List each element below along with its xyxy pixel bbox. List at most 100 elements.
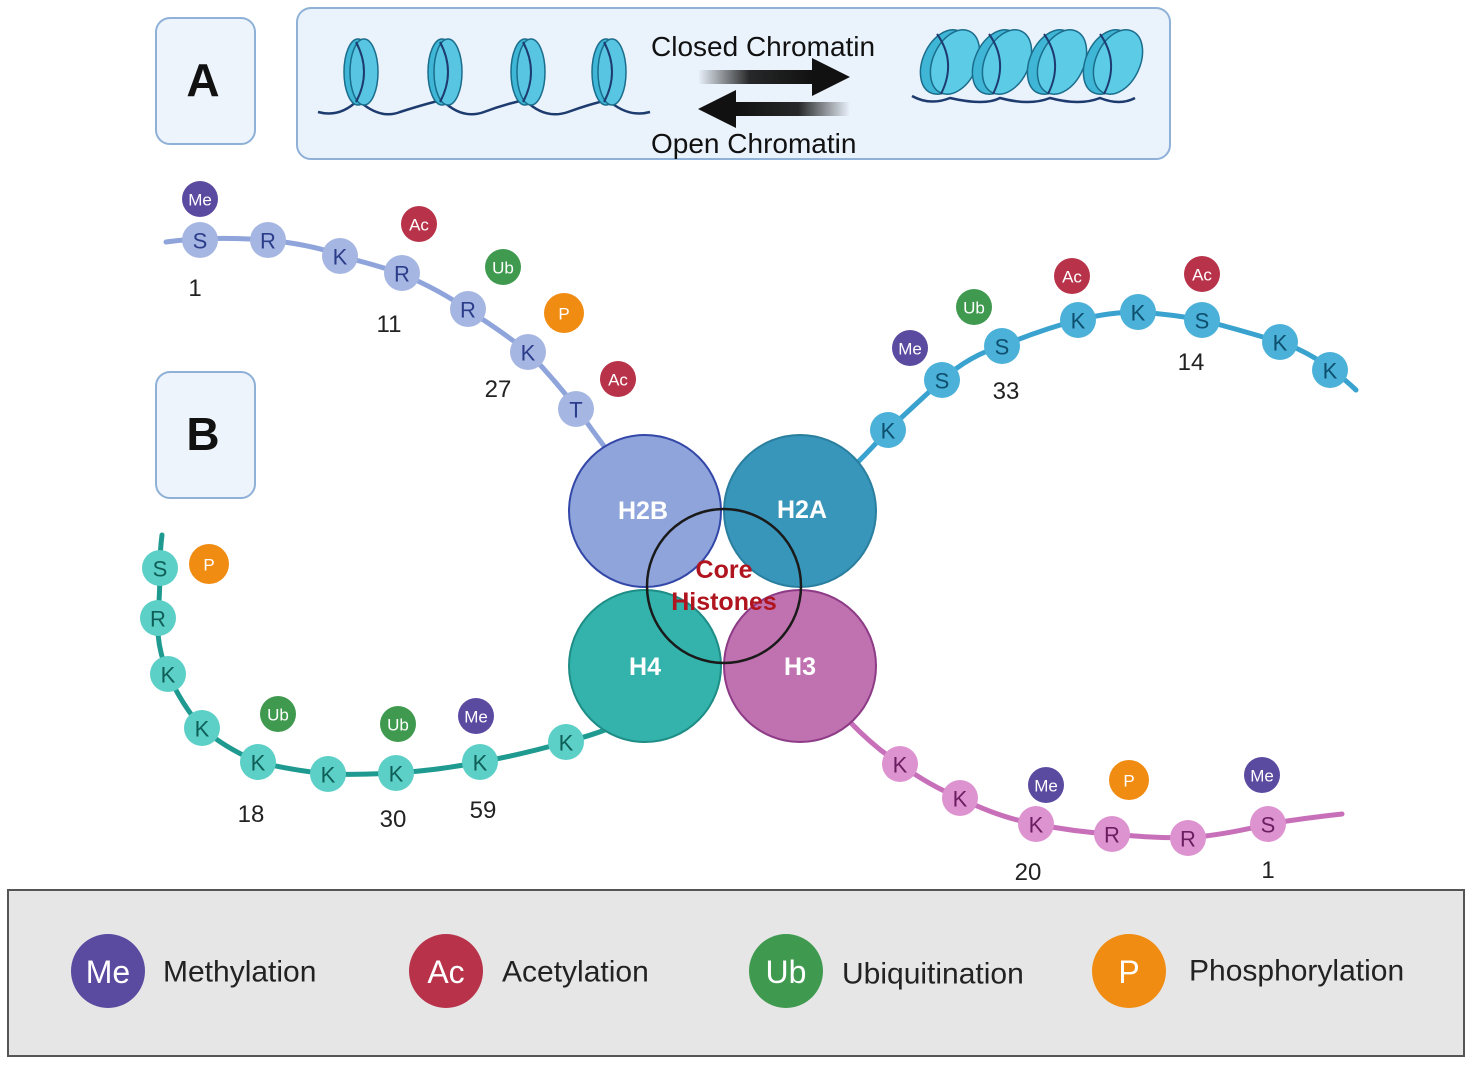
- h3-residue-letter: K: [1029, 813, 1044, 838]
- h2a-residue-bead: [1312, 352, 1348, 388]
- h2b-residue-letter: R: [460, 298, 476, 323]
- h3-residue-letter: R: [1104, 823, 1120, 848]
- closed-chromatin-illustration: [909, 20, 1154, 104]
- legend-item-phosphorylation: P Phosphorylation: [1092, 934, 1404, 1008]
- legend-item-acetylation: Ac Acetylation: [409, 934, 649, 1008]
- h4-residue-bead: [140, 600, 176, 636]
- core-outline: [645, 507, 803, 665]
- chromatin-panel: Closed Chromatin Open Chromatin: [296, 7, 1171, 160]
- panel-a-letter: A: [186, 54, 219, 106]
- h2b-ub-mark-label: Ub: [492, 259, 514, 278]
- h4-histone: [568, 589, 722, 743]
- h2a-residue-letter: S: [995, 335, 1010, 360]
- h2b-histone: [568, 434, 722, 588]
- h2b-residue-bead: [510, 334, 546, 370]
- h3-residue-letter: S: [1261, 813, 1276, 838]
- h2a-residue-bead: [924, 362, 960, 398]
- ubiquitination-badge: [749, 934, 823, 1008]
- ubiquitination-abbr: Ub: [766, 954, 807, 990]
- h2b-label: H2B: [618, 497, 668, 525]
- h4-p-mark: [189, 544, 229, 584]
- h4-ub-mark-label: Ub: [267, 706, 289, 725]
- h4-residue-letter: K: [389, 762, 404, 787]
- h2a-ac-mark-label: Ac: [1192, 266, 1212, 285]
- h3-residue-number: 1: [1261, 857, 1274, 884]
- phosphorylation-label: Phosphorylation: [1189, 955, 1404, 988]
- h2b-me-mark: [182, 181, 218, 217]
- h2a-residue-letter: K: [1071, 309, 1086, 334]
- h2b-residue-number: 1: [188, 275, 201, 302]
- h4-residue-number: 30: [380, 806, 407, 833]
- h3-residue-letter: K: [953, 787, 968, 812]
- h2b-ac-mark-label: Ac: [409, 216, 429, 235]
- h2b-residue-letter: K: [521, 341, 536, 366]
- h4-ub-mark: [260, 696, 296, 732]
- h4-ub-mark-label: Ub: [387, 716, 409, 735]
- h2b-residue-number: 27: [485, 376, 512, 403]
- h4-residue-letter: K: [195, 717, 210, 742]
- legend-item-ubiquitination: Ub Ubiquitination: [749, 934, 1024, 1008]
- h2b-ac-mark: [401, 206, 437, 242]
- h3-residue-number: 20: [1015, 859, 1042, 886]
- h4-residue-bead: [150, 656, 186, 692]
- phosphorylation-badge: [1092, 934, 1166, 1008]
- h3-p-mark-label: P: [1123, 772, 1134, 791]
- h4-ub-mark: [380, 706, 416, 742]
- phosphorylation-abbr: P: [1118, 954, 1139, 990]
- h3-residue-bead: [1250, 806, 1286, 842]
- panel-b-label-box: B: [155, 371, 256, 499]
- h2a-residue-letter: S: [1195, 309, 1210, 334]
- h2a-me-mark-label: Me: [898, 340, 922, 359]
- h3-residue-bead: [1094, 816, 1130, 852]
- h4-residue-letter: K: [473, 751, 488, 776]
- h2b-residue-bead: [250, 222, 286, 258]
- h4-me-mark-label: Me: [464, 708, 488, 727]
- h2a-residue-bead: [1184, 302, 1220, 338]
- h3-label: H3: [784, 653, 816, 681]
- h4-residue-bead: [462, 744, 498, 780]
- h4-label: H4: [629, 653, 661, 681]
- h4-p-mark-label: P: [203, 556, 214, 575]
- h4-residue-bead: [240, 744, 276, 780]
- h4-residue-bead: [184, 710, 220, 746]
- h3-me-mark-label: Me: [1034, 777, 1058, 796]
- acetylation-label: Acetylation: [502, 956, 649, 989]
- h2a-residue-bead: [1262, 324, 1298, 360]
- h2a-residue-letter: K: [881, 419, 896, 444]
- h4-residue-letter: R: [150, 607, 166, 632]
- h2b-p-mark-label: P: [558, 305, 569, 324]
- h4-residue-letter: K: [251, 751, 266, 776]
- h3-me-mark: [1244, 757, 1280, 793]
- legend-item-methylation: Me Methylation: [71, 934, 316, 1008]
- h2a-residue-letter: K: [1323, 359, 1338, 384]
- h2a-residue-letter: S: [935, 369, 950, 394]
- h2b-me-mark-label: Me: [188, 191, 212, 210]
- h2a-ub-mark-label: Ub: [963, 299, 985, 318]
- h2b-residue-letter: K: [333, 245, 348, 270]
- h2a-residue-letter: K: [1273, 331, 1288, 356]
- closing-arrow: [698, 58, 850, 96]
- h4-residue-number: 59: [470, 797, 497, 824]
- methylation-label: Methylation: [163, 956, 316, 989]
- h2a-ub-mark: [956, 289, 992, 325]
- h2a-ac-mark: [1054, 258, 1090, 294]
- h2b-residue-bead: [322, 238, 358, 274]
- h2b-residue-bead: [182, 222, 218, 258]
- h2a-ac-mark-label: Ac: [1062, 268, 1082, 287]
- h3-p-mark: [1109, 760, 1149, 800]
- legend: Me Methylation Ac Acetylation Ub Ubiquit…: [7, 889, 1465, 1057]
- h3-me-mark: [1028, 767, 1064, 803]
- h4-residue-letter: K: [321, 763, 336, 788]
- h2a-residue-letter: K: [1131, 301, 1146, 326]
- h2b-residue-letter: T: [569, 398, 582, 423]
- h2b-residue-bead: [450, 291, 486, 327]
- core-label-line2: Histones: [671, 588, 777, 616]
- h4-residue-bead: [378, 755, 414, 791]
- h4-residue-bead: [142, 550, 178, 586]
- ubiquitination-label: Ubiquitination: [842, 958, 1024, 991]
